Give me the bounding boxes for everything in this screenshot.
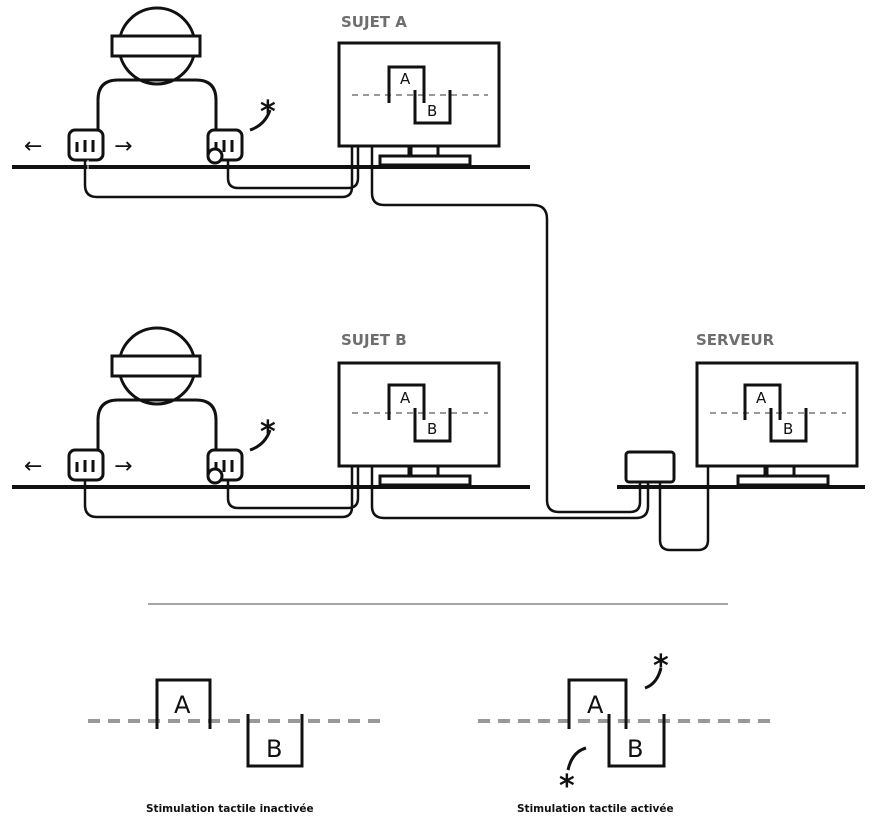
arrow-left-icon: ← [24,454,42,479]
box-b-label: B [427,420,437,438]
subject-b-label: SUJET B [341,331,407,349]
box-b-label: B [427,102,437,120]
legend-box-a-label: A [587,691,604,719]
arrow-right-icon: → [114,134,132,159]
stimulus-tick [249,109,272,132]
legend-inactive-caption: Stimulation tactile inactivée [146,803,314,815]
subject-a-station: ← → * A B SUJET A [12,6,642,514]
legend-box-b-label: B [627,735,643,763]
box-b-label: B [783,420,793,438]
legend-box-a-label: A [174,691,191,719]
server-cable [658,466,710,552]
star-icon: * [653,649,669,684]
arrow-left-icon: ← [24,134,42,159]
server-monitor [695,361,859,487]
arrow-right-icon: → [114,454,132,479]
person-b-icon [67,326,244,485]
server-label: SERVEUR [696,331,775,349]
hub-box [624,450,676,484]
subject-a-label: SUJET A [341,13,407,31]
stimulus-tick [249,429,272,452]
star-icon: * [559,769,575,804]
server-station: A B SERVEUR [617,331,865,552]
monitor-a [337,41,501,167]
cables-a [83,146,642,514]
legend-inactive [88,678,388,768]
legend-active-caption: Stimulation tactile activée [517,803,674,815]
box-a-label: A [400,389,411,407]
legend-box-b-label: B [266,735,282,763]
cables-b [83,466,650,520]
stimulus-tick [566,746,587,771]
box-a-label: A [400,70,411,88]
legend-active [478,667,778,771]
box-a-label: A [756,389,767,407]
monitor-b [337,361,501,487]
person-a-icon [67,6,244,165]
stimulus-tick [644,667,663,690]
subject-b-station: ← → * A B SUJET B [12,326,650,520]
